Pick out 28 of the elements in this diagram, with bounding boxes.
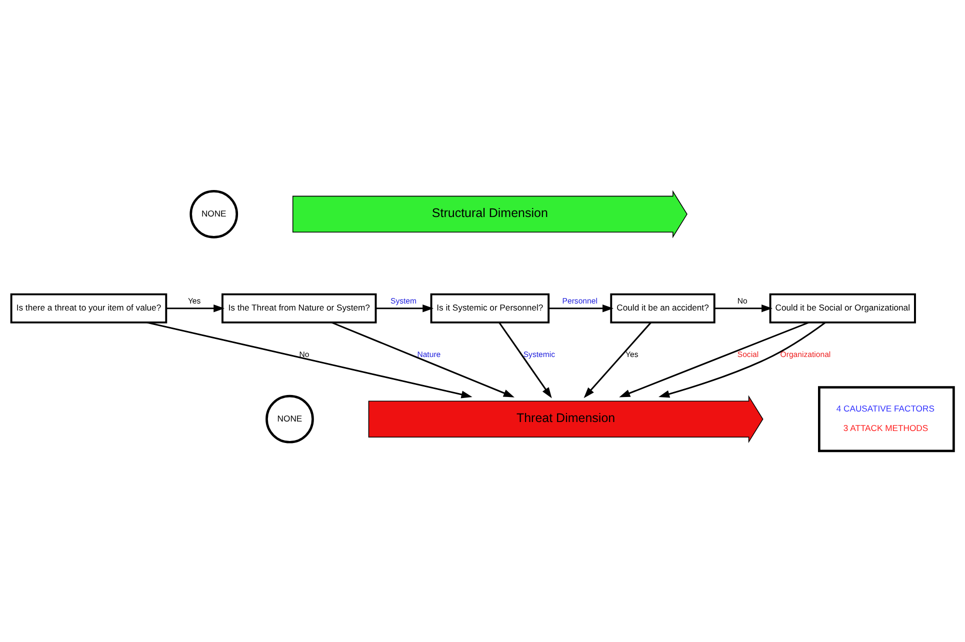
edge-label: No [737, 296, 748, 306]
edge-label: System [390, 296, 417, 306]
edge-label: Yes [625, 350, 638, 359]
node-box: 4 CAUSATIVE FACTORS 3 ATTACK METHODS [818, 386, 955, 452]
arrow [376, 304, 434, 312]
node-box: Is there a threat to your item of value? [10, 293, 168, 324]
arrow [498, 322, 552, 398]
edge-label: Nature [417, 350, 441, 359]
edge-label: Yes [188, 296, 201, 306]
node-circle: NONE [266, 394, 314, 444]
node-box: Could it be Social or Organizational [769, 293, 916, 324]
arrow [146, 322, 472, 398]
edge-label: Personnel [562, 296, 598, 306]
arrow [619, 322, 809, 398]
arrow [584, 322, 652, 398]
arrow [658, 322, 826, 398]
edge-label: Social [737, 350, 759, 359]
arrow [548, 304, 614, 312]
node-box: Could it be an accident? [610, 293, 716, 324]
edge-label: Systemic [523, 350, 556, 359]
node-box: Is the Threat from Nature or System? [221, 293, 377, 324]
arrow [714, 304, 773, 312]
edge-label: Organizational [780, 350, 831, 359]
arrow [332, 322, 514, 398]
edge-label: No [299, 350, 310, 359]
node-box: Is it Systemic or Personnel? [430, 293, 550, 324]
arrow [166, 304, 225, 312]
node-circle: NONE [190, 190, 238, 238]
